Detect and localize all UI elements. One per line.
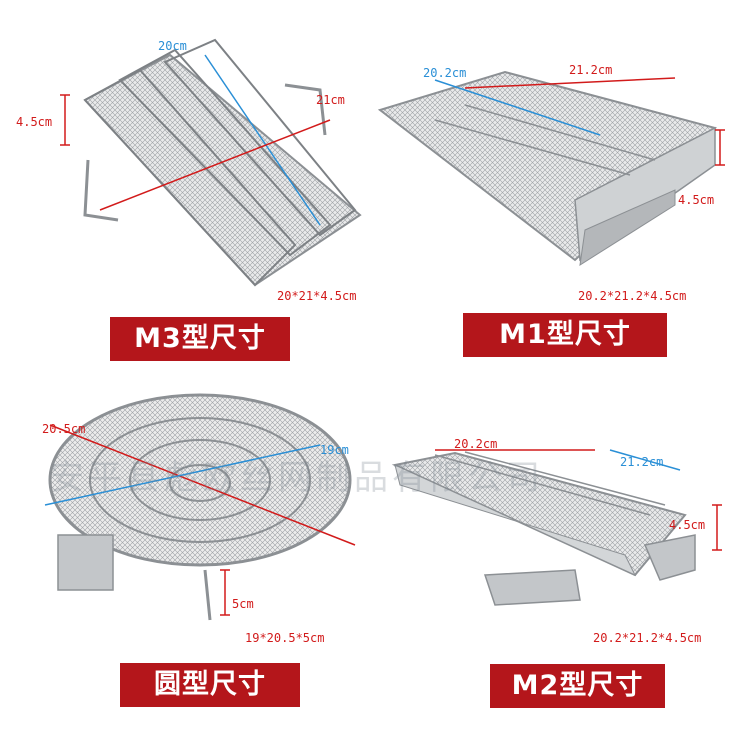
m2-dim-top: 20.2cm	[454, 437, 498, 451]
round-product-image	[44, 393, 356, 621]
m1-dim-top: 21.2cm	[569, 63, 613, 77]
panel-m3: 20cm 21cm 4.5cm 20*21*4.5cm M3型尺寸	[0, 0, 375, 375]
panel-round: 20.5cm 19cm 5cm 19*20.5*5cm 圆型尺寸	[0, 375, 375, 750]
m2-caption: 20.2*21.2*4.5cm	[593, 631, 702, 645]
round-dim-height: 5cm	[232, 597, 254, 611]
m1-caption: 20.2*21.2*4.5cm	[578, 289, 687, 303]
m3-product-image	[60, 38, 362, 287]
m3-dim-top: 20cm	[158, 39, 187, 53]
round-dim-right: 19cm	[320, 443, 349, 457]
m3-dim-right: 21cm	[316, 93, 345, 107]
m2-label-banner: M2型尺寸	[490, 664, 665, 708]
m1-dim-left: 20.2cm	[423, 66, 467, 80]
round-dim-left: 20.5cm	[42, 422, 86, 436]
m3-caption: 20*21*4.5cm	[277, 289, 357, 303]
m2-dim-right: 4.5cm	[669, 518, 706, 532]
m2-product-image	[391, 449, 722, 606]
m1-dim-right: 4.5cm	[678, 193, 715, 207]
m3-dim-left: 4.5cm	[16, 115, 53, 129]
panel-m2: 20.2cm 21.2cm 4.5cm 20.2*21.2*4.5cm M2型尺…	[375, 375, 750, 750]
m2-dim-right-top: 21.2cm	[620, 455, 664, 469]
m1-product-image	[377, 70, 725, 267]
panel-m1: 20.2cm 21.2cm 4.5cm 20.2*21.2*4.5cm M1型尺…	[375, 0, 750, 375]
watermark-text: 安平县彪欧丝网制品有限公司	[50, 458, 544, 498]
round-label-banner: 圆型尺寸	[120, 663, 300, 707]
m3-label-banner: M3型尺寸	[110, 317, 290, 361]
round-caption: 19*20.5*5cm	[245, 631, 325, 645]
m1-label-banner: M1型尺寸	[463, 313, 667, 357]
